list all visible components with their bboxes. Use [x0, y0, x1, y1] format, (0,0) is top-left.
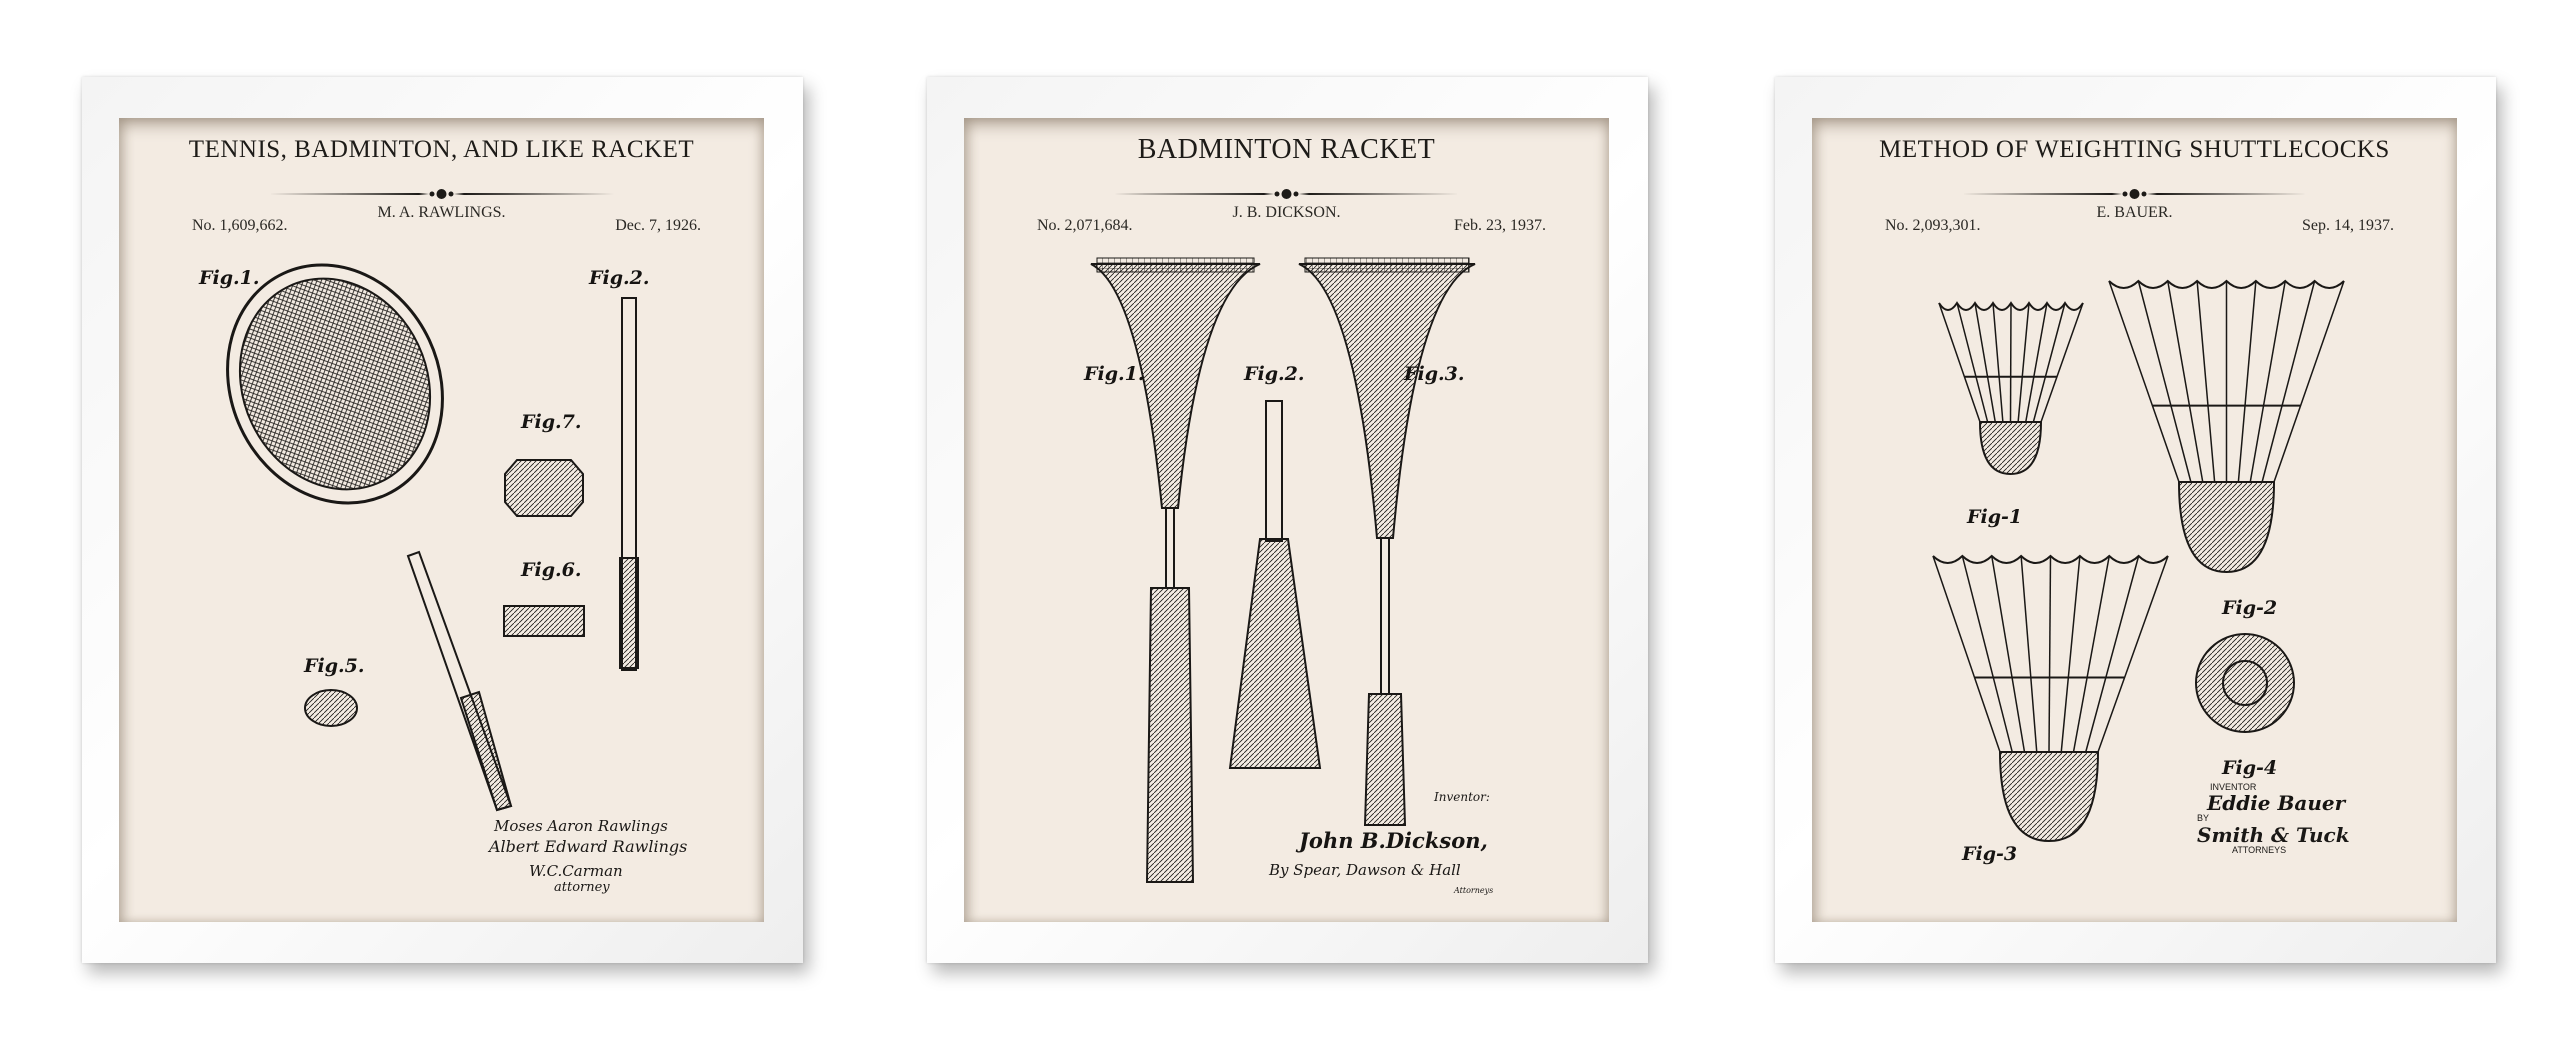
shuttlecock-feather — [2138, 281, 2191, 482]
fig7-octagon — [505, 460, 583, 516]
attorneys-label: ATTORNEYS — [2232, 845, 2286, 855]
racket-drawing: Fig.1. Fig.2. Fig.7. Fig.6. Fig.5. Moses… — [119, 118, 764, 922]
shuttlecock-feather — [2074, 556, 2110, 752]
inventor-signature: Eddie Bauer — [2206, 791, 2347, 815]
by-label: BY — [2197, 813, 2209, 823]
shuttlecock-feather — [1933, 556, 2000, 752]
shuttlecock-feather — [2250, 281, 2285, 482]
figure-label: Fig-3 — [1961, 843, 2017, 865]
shuttlecock-feather — [1962, 556, 2012, 752]
shuttlecock-feather — [1975, 303, 1995, 422]
figure-label: Fig-2 — [2221, 597, 2277, 619]
figure-label: Fig.3. — [1403, 363, 1464, 385]
racket-shaft — [1166, 508, 1174, 588]
fig6-section — [504, 606, 584, 636]
shuttlecock-feather — [2011, 303, 2012, 422]
racket-grip — [461, 692, 511, 810]
shuttlecock-feather — [2109, 281, 2179, 482]
shuttlecock-feather — [2197, 281, 2215, 482]
print-frame-tennis-racket: TENNIS, BADMINTON, AND LIKE RACKET M. A.… — [82, 77, 803, 963]
shuttlecock-feather — [2168, 281, 2203, 482]
shuttlecock-feather — [2049, 556, 2051, 752]
shuttlecock-feather — [2274, 281, 2344, 482]
inventor-signature: John B.Dickson, — [1295, 828, 1488, 853]
signature: W.C.Carman — [529, 862, 623, 880]
shuttlecock-feather — [2061, 556, 2080, 752]
patent-print-shuttlecocks: METHOD OF WEIGHTING SHUTTLECOCKS E. BAUE… — [1812, 118, 2457, 922]
racket-grip — [1147, 588, 1193, 882]
figure-label: Fig.2. — [1243, 363, 1304, 385]
racket-grip — [1365, 694, 1405, 825]
shuttlecock-feather — [2098, 556, 2168, 752]
attorneys-label: Attorneys — [1453, 886, 1493, 895]
print-frame-badminton-racket: BADMINTON RACKET J. B. DICKSON. No. 2,07… — [927, 77, 1648, 963]
inventor-label: Inventor: — [1433, 790, 1490, 804]
shuttlecock-feather — [2026, 303, 2047, 422]
patent-print-tennis-racket: TENNIS, BADMINTON, AND LIKE RACKET M. A.… — [119, 118, 764, 922]
attorney-signature: By Spear, Dawson & Hall — [1268, 861, 1461, 879]
figure-label: Fig-4 — [2221, 757, 2277, 779]
shuttlecock-feather — [2086, 556, 2139, 752]
figure-label: Fig.5. — [303, 655, 364, 677]
shuttlecock-feather — [2018, 303, 2029, 422]
shuttlecock-feather — [2021, 556, 2037, 752]
print-frame-shuttlecocks: METHOD OF WEIGHTING SHUTTLECOCKS E. BAUE… — [1775, 77, 2496, 963]
figure-label: Fig.1. — [1083, 363, 1144, 385]
shuttlecock-feather — [2262, 281, 2315, 482]
racket-head-throat — [1299, 264, 1475, 538]
shuttlecock-drawing: Fig-1 Fig-2 Fig-3 Fig-4 INVENTOR Eddie B… — [1812, 118, 2457, 922]
signature: attorney — [554, 880, 610, 895]
figure-label: Fig-1 — [1966, 506, 2022, 528]
fig4-cork-section — [2196, 634, 2294, 732]
shuttlecock-cork — [2179, 482, 2274, 572]
shuttlecock-feather — [1939, 303, 1980, 422]
shuttlecock-feather — [2033, 303, 2065, 422]
figure-label: Fig.2. — [588, 267, 649, 289]
attorney-signature: Smith & Tuck — [2197, 823, 2350, 847]
figure-label: Fig.7. — [520, 411, 581, 433]
racket-shaft — [1381, 538, 1389, 694]
figure-label: Fig.1. — [198, 267, 259, 289]
racket-head-throat — [1091, 264, 1260, 508]
badminton-racket-drawing: Fig.1. Fig.2. Fig.3. Inventor: John B.Di… — [964, 118, 1609, 922]
fig2-grip-section — [1230, 539, 1320, 768]
shuttlecock-feather — [1993, 303, 2003, 422]
shuttlecock-feather — [2238, 281, 2256, 482]
fig5-section — [305, 690, 357, 726]
signature: Albert Edward Rawlings — [487, 837, 687, 856]
patent-print-badminton-racket: BADMINTON RACKET J. B. DICKSON. No. 2,07… — [964, 118, 1609, 922]
shuttlecock-feather — [1957, 303, 1988, 422]
signature: Moses Aaron Rawlings — [493, 817, 668, 835]
fig2-shaft — [1266, 401, 1282, 541]
shuttlecock-cork — [1980, 422, 2041, 474]
figure-label: Fig.6. — [520, 559, 581, 581]
shuttlecock-feather — [2041, 303, 2083, 422]
shuttlecock-cork — [2000, 752, 2098, 841]
shuttlecock-feather — [1992, 556, 2025, 752]
